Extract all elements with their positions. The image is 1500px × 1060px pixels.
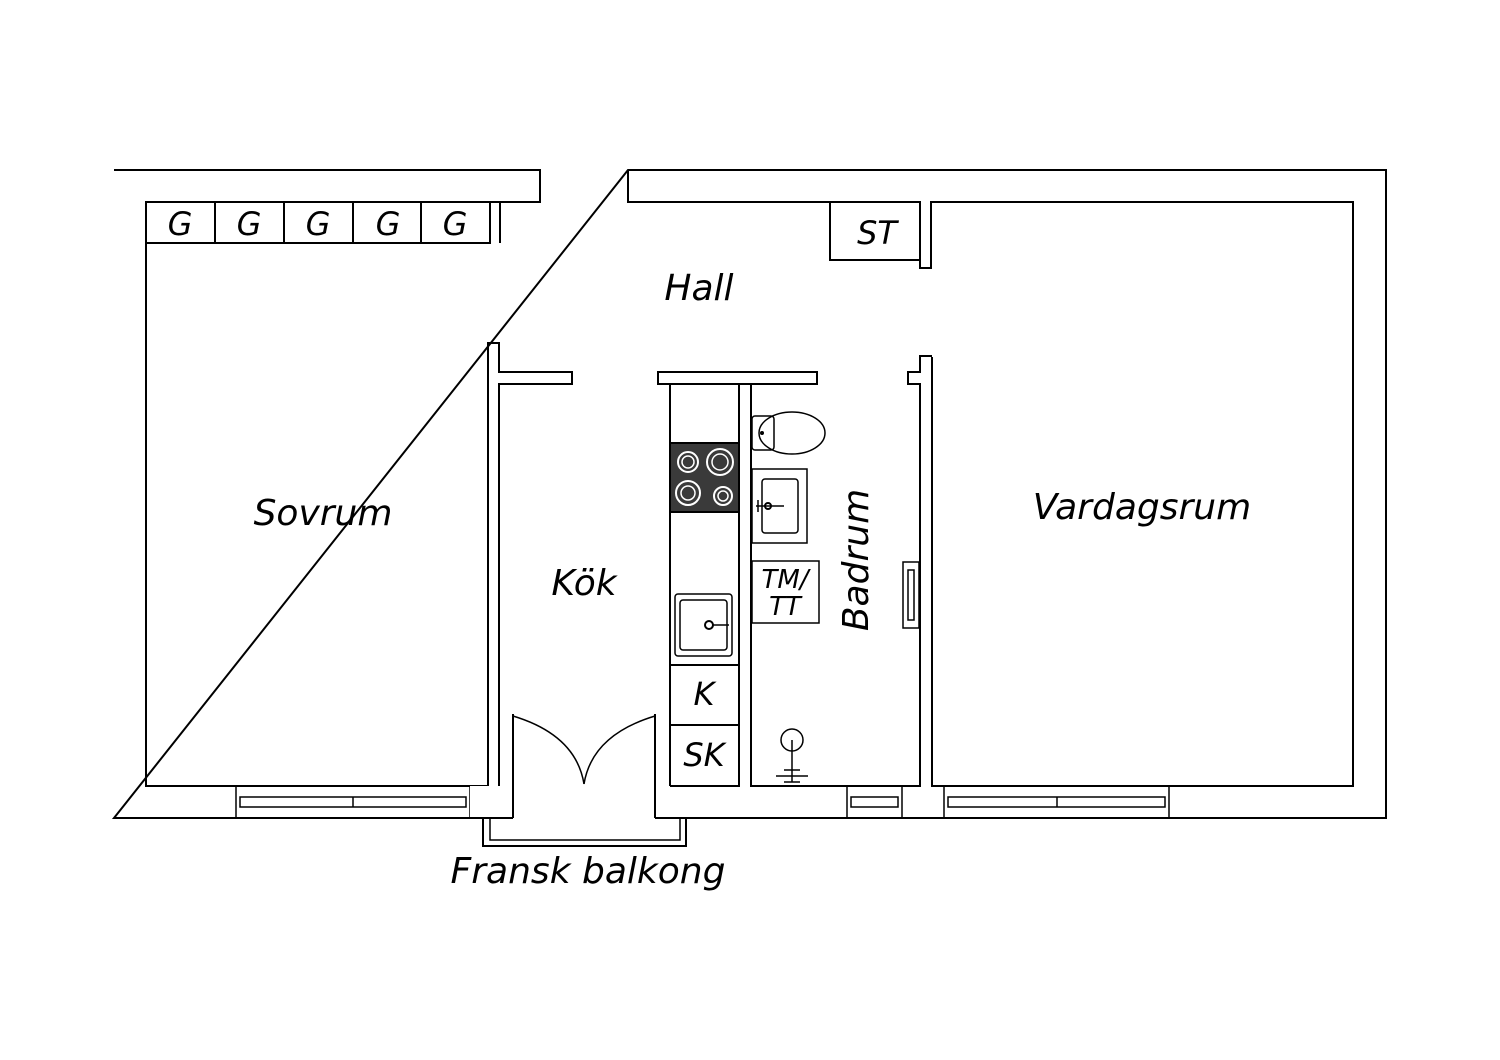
french-balcony: [470, 714, 687, 847]
window-vardagsrum: [943, 785, 1170, 819]
room-label-vardagsrum: Vardagsrum: [1033, 487, 1251, 528]
wardrobe-label: G: [443, 205, 468, 243]
bathroom-sink-icon: [751, 468, 808, 544]
window-badrum: [846, 785, 903, 819]
window-sovrum: [235, 785, 471, 819]
kitchen-counter: K SK: [669, 442, 740, 774]
room-label-sovrum: Sovrum: [254, 493, 393, 534]
dryer-label: TT: [769, 592, 803, 622]
storage-closet: ST: [829, 201, 921, 261]
interior-walls: [657, 355, 933, 787]
room-label-badrum: Badrum: [836, 489, 877, 631]
bathroom-fixtures: TM/ TT: [751, 411, 826, 783]
wardrobe-row: G G G G G: [145, 201, 491, 244]
room-label-balcony: Fransk balkong: [451, 851, 726, 892]
wardrobe-label: G: [237, 205, 262, 243]
wardrobe-label: G: [376, 205, 401, 243]
shower-icon: [776, 728, 808, 783]
toilet-icon: [751, 411, 826, 455]
fridge-label: K: [694, 675, 718, 713]
stove-icon: [669, 442, 740, 513]
washer-dryer: TM/ TT: [751, 560, 820, 624]
wardrobe-label: G: [306, 205, 331, 243]
room-label-kok: Kök: [551, 563, 618, 604]
wardrobe-label: G: [168, 205, 193, 243]
storage-label: ST: [857, 214, 899, 252]
washer-label: TM/: [761, 565, 811, 595]
windows: [235, 785, 1170, 819]
kitchen-sink-icon: [674, 593, 733, 657]
radiator: [902, 561, 920, 629]
room-label-hall: Hall: [664, 268, 733, 309]
freezer-label: SK: [683, 736, 727, 774]
